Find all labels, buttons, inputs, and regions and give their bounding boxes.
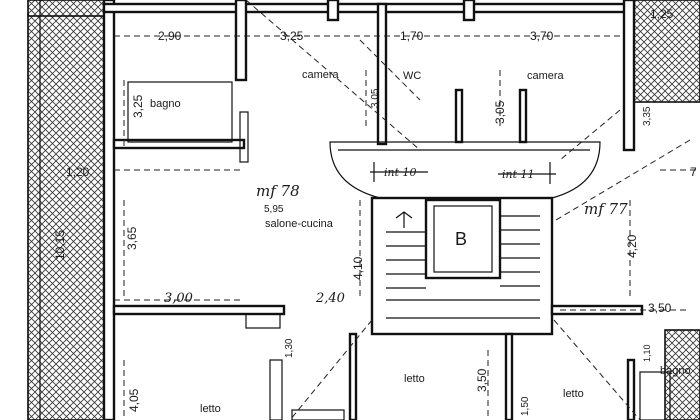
room-wc: WC — [403, 70, 421, 82]
dim-1-20: 1,20 — [66, 165, 90, 179]
dim-3-05-right: 3,05 — [493, 100, 507, 124]
pillar-top-left — [234, 0, 248, 82]
right-hatched-pillar — [664, 329, 700, 420]
room-letto-left: letto — [200, 403, 221, 415]
pillar-wc-left — [326, 0, 340, 22]
letto-mid-wall-right — [504, 332, 514, 420]
annotation-int10-group: int 10 — [370, 162, 428, 182]
dimension-lines — [114, 0, 700, 420]
dim-4-20: 4,20 — [625, 234, 639, 258]
room-camera-right: camera — [527, 70, 565, 82]
wc-wall-right — [454, 88, 464, 144]
annotation-int10: int 10 — [384, 166, 417, 179]
letto-mid-wall-left — [348, 332, 358, 420]
annotation-int11: int 11 — [502, 168, 535, 181]
dim-4-05: 4,05 — [127, 388, 141, 412]
room-bagno-top: bagno — [150, 98, 181, 110]
bagno-fixture — [127, 81, 233, 143]
dim-1-70: 1,70 — [400, 29, 424, 43]
dim-7: 7 — [690, 165, 697, 179]
bagno-top-floor — [112, 138, 246, 150]
dim-1-10: 1,10 — [642, 344, 652, 362]
elevator-shaft — [424, 198, 502, 280]
bagno-bottom-wall — [626, 358, 636, 420]
right-wall-upper — [622, 0, 636, 152]
dim-3-25-top: 3,25 — [280, 29, 304, 43]
dim-3-05-left: 3,05 — [370, 88, 381, 108]
dim-5-95: 5,95 — [264, 204, 284, 215]
annotation-mf78: mf 78 — [256, 182, 300, 200]
dim-1-25: 1,25 — [650, 7, 674, 21]
dim-3-70: 3,70 — [530, 29, 554, 43]
stair-direction-arrow — [395, 211, 413, 228]
dim-2-40: 2,40 — [315, 291, 345, 306]
dim-2-90: 2,90 — [158, 29, 182, 43]
dim-10-15: 10,15 — [53, 230, 67, 260]
dim-1-30: 1,30 — [284, 338, 295, 358]
top-wall — [102, 2, 636, 14]
dim-3-25-bagno: 3,25 — [131, 94, 145, 118]
annotation-mf77: mf 77 — [584, 200, 628, 218]
room-salone-cucina: salone-cucina — [265, 218, 334, 230]
right-room-divider — [518, 88, 528, 144]
room-camera-left: camera — [302, 69, 340, 81]
dim-4-10: 4,10 — [351, 256, 365, 280]
left-inner-wall — [102, 0, 116, 420]
wc-wall-left — [376, 2, 388, 146]
lower-left-floor — [112, 304, 286, 316]
annotation-int11-group: int 11 — [498, 162, 556, 184]
left-hatched-wall — [27, 13, 109, 420]
dim-3-50-right: 3,50 — [648, 301, 672, 315]
dim-1-50: 1,50 — [520, 396, 531, 416]
dim-3-00: 3,00 — [164, 291, 193, 306]
dim-3-50-bottom: 3,50 — [475, 368, 489, 392]
room-letto-right: letto — [563, 388, 584, 400]
room-bagno-bottom: bagno — [660, 365, 691, 377]
pillar-wc-right — [462, 0, 476, 22]
dim-3-65: 3,65 — [125, 226, 139, 250]
stair-label-b: B — [455, 229, 467, 249]
dim-3-35: 3,35 — [642, 106, 653, 126]
room-letto-mid: letto — [404, 373, 425, 385]
stair-treads — [386, 215, 540, 319]
